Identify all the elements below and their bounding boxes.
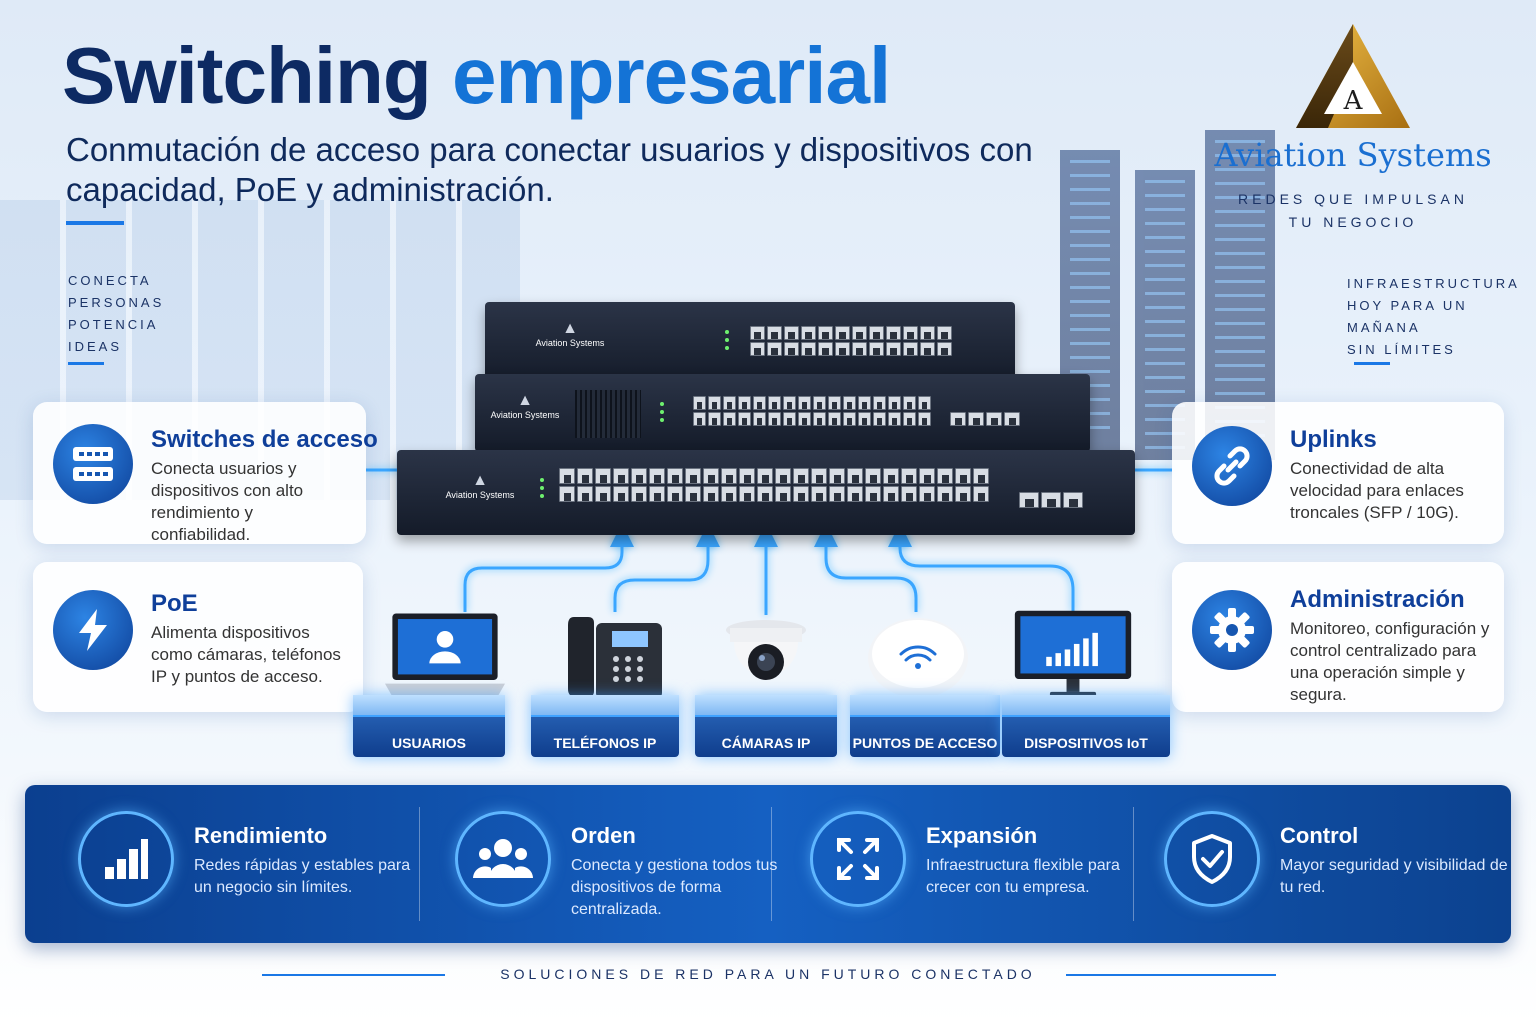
card-title: PoE (151, 590, 198, 617)
status-leds (540, 478, 544, 498)
triangle-logo-icon: ▲ (517, 392, 533, 409)
switch-brand: ▲ Aviation Systems (480, 392, 570, 420)
benefit-title: Rendimiento (194, 823, 328, 848)
tagline-line: MAÑANA (1347, 320, 1421, 335)
logo-tagline-line: REDES QUE IMPULSAN (1238, 191, 1468, 207)
benefit-title: Expansión (926, 823, 1038, 848)
device-label-text: PUNTOS DE ACCESO (852, 735, 998, 751)
benefit-control: Control Mayor seguridad y visibilidad de… (1164, 785, 1508, 943)
lightning-icon (53, 590, 133, 670)
network-switch-bottom: ▲ Aviation Systems (397, 450, 1135, 535)
footer-line-right (1066, 974, 1276, 976)
benefit-text: Mayor seguridad y visibilidad de tu red. (1280, 857, 1508, 896)
logo-letter: A (1343, 86, 1364, 116)
feature-card-administration: Administración Monitoreo, configuración … (1172, 562, 1504, 712)
benefit-title: Orden (571, 823, 636, 848)
monitor-chart-icon (1013, 600, 1133, 710)
footer-tagline: SOLUCIONES DE RED PARA UN FUTURO CONECTA… (500, 966, 1036, 982)
card-text: Conecta usuarios y dispositivos con alto… (151, 459, 304, 544)
benefit-order: Orden Conecta y gestiona todos tus dispo… (455, 785, 785, 943)
benefit-expansion: Expansión Infraestructura flexible para … (810, 785, 1140, 943)
tagline-right: INFRAESTRUCTURA HOY PARA UN MAÑANA SIN L… (1347, 273, 1520, 361)
device-label-text: DISPOSITIVOS IoT (1024, 735, 1148, 751)
card-text: Alimenta dispositivos como cámaras, telé… (151, 623, 341, 686)
people-icon (455, 811, 551, 907)
ethernet-ports (750, 326, 952, 356)
tagline-accent-line (1354, 362, 1390, 365)
device-label-text: USUARIOS (392, 735, 466, 751)
link-icon (1192, 426, 1272, 506)
ip-phone-icon (555, 600, 675, 710)
shield-check-icon (1164, 811, 1260, 907)
uplink-ports (1019, 492, 1083, 508)
page-subtitle: Conmutación de acceso para conectar usua… (66, 131, 1033, 208)
laptop-user-icon (385, 600, 505, 710)
benefit-text: Conecta y gestiona todos tus dispositivo… (571, 857, 778, 918)
benefit-text: Redes rápidas y estables para un negocio… (194, 857, 411, 896)
triangle-logo-icon: A (1296, 24, 1410, 128)
tagline-left: CONECTA PERSONAS POTENCIA IDEAS (68, 270, 164, 358)
switch-brand: ▲ Aviation Systems (525, 320, 615, 348)
ethernet-ports (559, 468, 989, 502)
network-switch-top: ▲ Aviation Systems (485, 302, 1015, 384)
company-logo: A Aviation Systems REDES QUE IMPULSAN TU… (1208, 22, 1498, 234)
card-title: Uplinks (1290, 426, 1377, 453)
tagline-accent-line (68, 362, 104, 365)
feature-card-poe: PoE Alimenta dispositivos como cámaras, … (33, 562, 363, 712)
tagline-line: POTENCIA (68, 317, 159, 332)
logo-tagline-line: TU NEGOCIO (1288, 214, 1418, 230)
card-text: Monitoreo, configuración y control centr… (1290, 619, 1490, 704)
switch-brand-label: Aviation Systems (490, 410, 560, 420)
vent-grille (575, 390, 641, 438)
device-label-ip-cameras: CÁMARAS IP (695, 695, 837, 757)
network-switch-middle: ▲ Aviation Systems (475, 374, 1090, 452)
card-title: Administración (1290, 586, 1465, 613)
footer-line-left (262, 974, 445, 976)
triangle-logo-icon: ▲ (562, 320, 578, 337)
feature-card-access-switches: Switches de acceso Conecta usuarios y di… (33, 402, 378, 544)
device-label-users: USUARIOS (353, 695, 505, 757)
triangle-logo-icon: ▲ (472, 472, 488, 489)
benefit-title: Control (1280, 823, 1359, 848)
divider (771, 807, 772, 921)
access-point-icon (858, 600, 978, 710)
gear-icon (1192, 590, 1272, 670)
expand-arrows-icon (810, 811, 906, 907)
benefits-band: Rendimiento Redes rápidas y estables par… (25, 785, 1511, 943)
device-label-text: CÁMARAS IP (721, 735, 811, 751)
tagline-line: HOY PARA UN (1347, 298, 1468, 313)
card-title: Switches de acceso (151, 426, 378, 453)
logo-tagline: REDES QUE IMPULSAN TU NEGOCIO (1208, 188, 1498, 234)
uplink-ports (950, 412, 1020, 426)
divider (419, 807, 420, 921)
tagline-line: INFRAESTRUCTURA (1347, 276, 1520, 291)
switch-brand: ▲ Aviation Systems (435, 472, 525, 500)
title-accent-line (66, 221, 124, 225)
title-part-1: Switching (62, 31, 432, 120)
benefit-text: Infraestructura flexible para crecer con… (926, 857, 1120, 896)
device-label-ip-phones: TELÉFONOS IP (531, 695, 679, 757)
divider (1133, 807, 1134, 921)
tagline-line: CONECTA (68, 273, 152, 288)
tagline-line: PERSONAS (68, 295, 165, 310)
switch-icon (53, 424, 133, 504)
device-label-iot: DISPOSITIVOS IoT (1002, 695, 1170, 757)
status-leds (660, 402, 664, 422)
tagline-line: IDEAS (68, 339, 123, 354)
page-title: Switching empresarial (62, 30, 891, 122)
ethernet-ports (693, 396, 931, 426)
title-part-2: empresarial (452, 31, 891, 120)
device-label-access-points: PUNTOS DE ACCESO (850, 695, 1000, 757)
device-label-text: TELÉFONOS IP (553, 735, 657, 751)
feature-card-uplinks: Uplinks Conectividad de alta velocidad p… (1172, 402, 1504, 544)
tagline-line: SIN LÍMITES (1347, 342, 1456, 357)
logo-name: Aviation Systems (1214, 136, 1492, 174)
switch-brand-label: Aviation Systems (445, 490, 515, 500)
bar-chart-icon (78, 811, 174, 907)
benefit-performance: Rendimiento Redes rápidas y estables par… (78, 785, 418, 943)
card-text: Conectividad de alta velocidad para enla… (1290, 459, 1464, 522)
status-leds (725, 330, 729, 350)
switch-brand-label: Aviation Systems (535, 338, 605, 348)
dome-camera-icon (706, 600, 826, 710)
